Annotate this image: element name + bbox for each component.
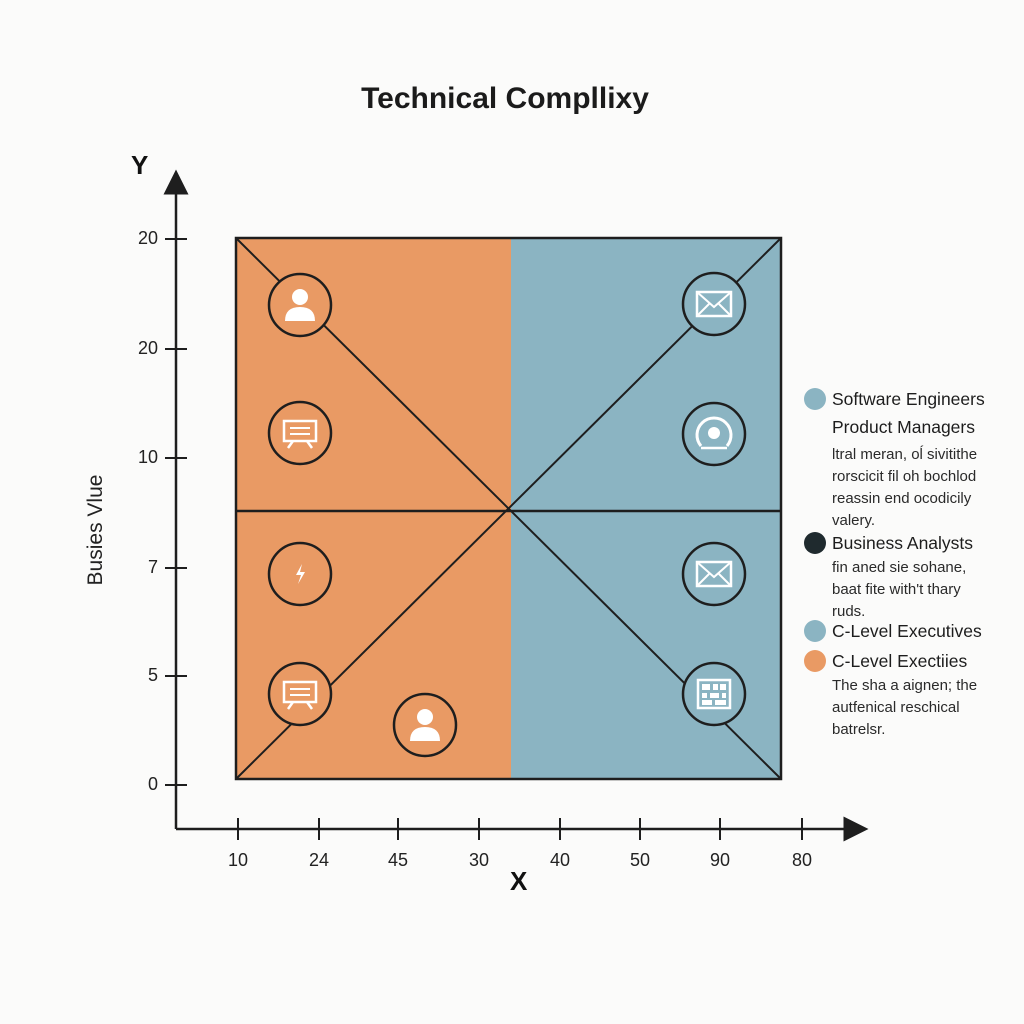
legend-swatch (804, 620, 826, 642)
legend-note: The sha a aignen; the autfenical reschic… (832, 675, 1012, 741)
legend-note: ltral meran, oĺ sivitithe rorscicit fil … (832, 444, 1012, 532)
matrix-border (234, 236, 783, 781)
legend-swatch (804, 532, 826, 554)
legend-note-line: valery. (832, 512, 876, 529)
y-tick-label: 0 (147, 774, 158, 794)
legend-label: Business Analysts (832, 533, 974, 553)
y-tick-label: 10 (137, 447, 158, 467)
y-tick-label: 5 (147, 665, 158, 685)
legend-note-line: reassin end ocodicily (832, 490, 972, 507)
legend-label: C-Level Executives (832, 621, 982, 641)
legend-note: fin aned sie sohane, baat fite with't th… (832, 557, 1012, 623)
legend-note-line: rorscicit fil oh bochlod (832, 468, 977, 485)
envelope-icon (681, 541, 747, 607)
y-tick-label: 20 (137, 228, 158, 248)
x-tick-label: 50 (629, 850, 651, 870)
y-axis-letter: Y (131, 150, 149, 180)
person-icon (267, 272, 333, 338)
person-icon (392, 692, 458, 758)
x-axis-letter: X (510, 866, 528, 896)
y-axis-ticks (165, 238, 187, 786)
legend-label: Product Managers (832, 417, 975, 437)
y-tick-label: 20 (137, 338, 158, 358)
grid-icon (681, 661, 747, 727)
legend-note-line: batrelsr. (832, 721, 886, 738)
y-tick-label: 7 (147, 557, 158, 577)
envelope-icon (681, 271, 747, 337)
legend-note-line: fin aned sie sohane, (832, 559, 967, 576)
x-axis-ticks (237, 818, 803, 840)
legend-note-line: ruds. (832, 603, 866, 620)
legend-note-line: autfenical reschical (832, 699, 960, 716)
legend-note-line: ltral meran, oĺ sivitithe (832, 446, 978, 463)
x-tick-label: 24 (308, 850, 330, 870)
lightning-icon (267, 541, 333, 607)
monitor-icon (267, 400, 333, 466)
gauge-icon (681, 401, 747, 467)
legend-note-line: baat fite with't thary (832, 581, 961, 598)
legend-swatch (804, 650, 826, 672)
x-tick-label: 10 (227, 850, 249, 870)
legend-label: Software Engineers (832, 389, 985, 409)
legend-label: C-Level Exectiies (832, 651, 968, 671)
chart-title: Technical Compllixy (361, 82, 649, 115)
x-tick-label: 30 (468, 850, 490, 870)
x-tick-label: 80 (791, 850, 813, 870)
legend-note-line: The sha a aignen; the (832, 677, 978, 694)
x-tick-label: 45 (387, 850, 409, 870)
x-tick-label: 40 (549, 850, 571, 870)
legend-swatch (804, 388, 826, 410)
monitor-icon (267, 661, 333, 727)
x-tick-label: 90 (709, 850, 731, 870)
